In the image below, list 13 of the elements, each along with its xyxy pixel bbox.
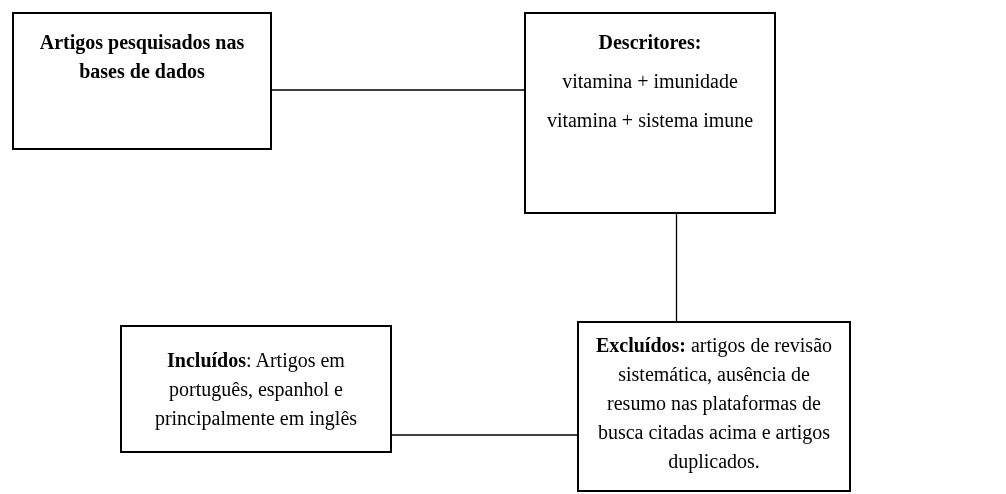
process-box [120,325,392,453]
process-box [12,12,272,150]
box-text: Artigos pesquisados nas bases de dados [38,30,246,84]
connector-line [675,213,678,322]
box-text: Incluídos: Artigos em português, espanhol e principalmente em inglês [153,347,359,432]
process-box [577,321,851,492]
box-text: vitamina + sistema imune [546,108,754,133]
connector-line [391,434,578,436]
box-text: Excluídos: artigos de revisão sistemática, ausência de resumo nas plataformas de busca citadas acima e artigos duplicados. [594,333,834,475]
process-box [524,12,776,214]
box-text: vitamina + imunidade [562,69,738,94]
connector-line [271,89,525,91]
box-heading: Descritores: [598,30,702,55]
